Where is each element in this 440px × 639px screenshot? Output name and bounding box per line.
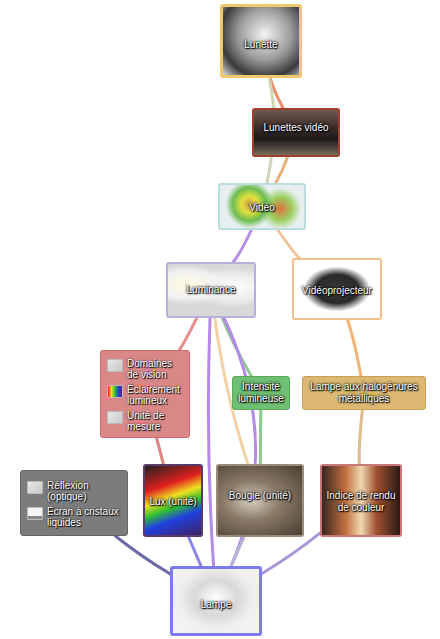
topic-box: Vidéoprojecteur — [292, 258, 382, 320]
topic-box: Lunette — [220, 4, 302, 78]
topic-box: Intensité lumineuse — [232, 376, 290, 410]
list-row: Unité de mesure — [107, 410, 185, 432]
node-label: Luminance — [170, 284, 252, 296]
thumbnail-icon — [107, 359, 123, 372]
thumbnail-icon — [107, 411, 123, 424]
thumbnail-icon — [27, 481, 43, 494]
node-label: Lunettes vidéo — [256, 122, 336, 134]
node-label: Lux (unité) — [147, 496, 199, 508]
link-curve — [348, 320, 361, 376]
link-curve — [276, 157, 288, 183]
link-curve — [157, 438, 164, 464]
grouped-box: Réflexion (optique) Écran à cristaux liqu… — [20, 470, 128, 536]
node-label: Vidéoprojecteur — [296, 285, 378, 297]
list-row: Écran à cristaux liquides — [27, 506, 123, 528]
link-curve — [262, 533, 320, 573]
link-curve — [208, 318, 213, 566]
grouped-box: Domaines de visionÉclairement lumineuxUn… — [100, 350, 190, 438]
topic-box: Bougie (unité) — [216, 464, 304, 537]
topic-box: Lunettes vidéo — [252, 108, 340, 157]
list-row: Réflexion (optique) — [27, 480, 123, 502]
node-label: Indice de rendu de couleur — [324, 490, 398, 514]
topic-box: Indice de rendu de couleur — [320, 464, 402, 537]
node-label: Intensité lumineuse — [233, 381, 289, 405]
node-label: Lampe aux halogénures métalliques — [303, 381, 425, 405]
node-label: Bougie (unité) — [220, 490, 300, 502]
link-curve — [278, 230, 300, 258]
item-label: Écran à cristaux liquides — [47, 506, 123, 528]
link-curve — [259, 410, 263, 464]
item-label: Éclairement lumineux — [127, 384, 185, 406]
topic-box: Lampe aux halogénures métalliques — [302, 376, 426, 410]
node-label: Lampe — [175, 599, 257, 611]
node-label: Lunette — [225, 39, 297, 51]
central-topic-box: Lampe — [170, 566, 262, 636]
topic-box: Luminance — [166, 262, 256, 318]
link-curve — [179, 318, 197, 350]
list-row: Domaines de vision — [107, 358, 185, 380]
topic-box: Vidéo — [218, 183, 306, 230]
link-curve — [359, 410, 362, 464]
topic-box: Lux (unité) — [143, 464, 203, 537]
item-label: Domaines de vision — [127, 358, 185, 380]
link-curve — [231, 537, 244, 566]
thumbnail-icon — [107, 385, 123, 398]
thumbnail-icon — [27, 507, 43, 520]
link-curve — [189, 537, 201, 566]
list-row: Éclairement lumineux — [107, 384, 185, 406]
node-label: Vidéo — [222, 202, 302, 214]
link-curve — [233, 230, 251, 262]
item-label: Unité de mesure — [127, 410, 185, 432]
link-curve — [115, 536, 170, 574]
item-label: Réflexion (optique) — [47, 480, 123, 502]
